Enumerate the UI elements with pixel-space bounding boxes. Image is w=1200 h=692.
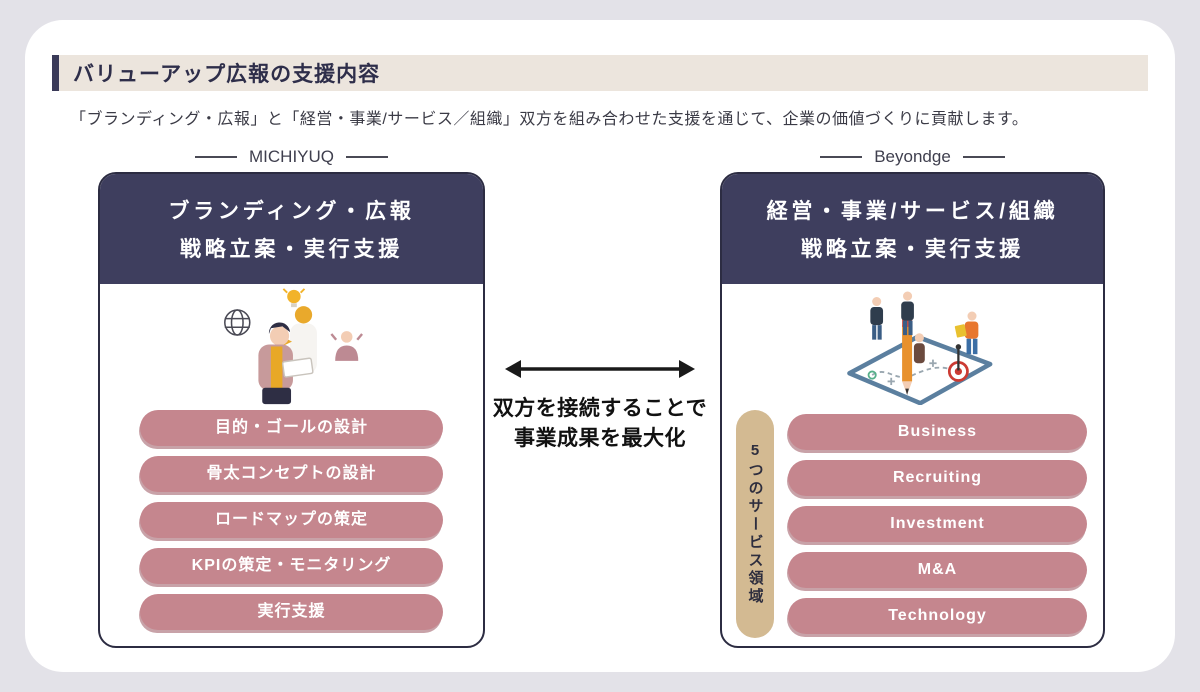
service-pill: KPIの策定・モニタリング: [140, 548, 443, 584]
strategy-illustration: [722, 284, 1103, 408]
service-domain-label: 5つのサービス領域: [736, 410, 774, 638]
branding-panel-header: ブランディング・広報 戦略立案・実行支援: [100, 174, 483, 284]
title-accent-bar: [52, 55, 59, 91]
isometric-tablet-team-icon: [846, 291, 992, 405]
service-pill: M&A: [788, 552, 1087, 588]
service-domain-row: 5つのサービス領域 Business Recruiting Investment…: [722, 408, 1103, 638]
brand-name-right: Beyondge: [874, 147, 951, 166]
management-panel-header: 経営・事業/サービス/組織 戦略立案・実行支援: [722, 174, 1103, 284]
service-pill: ロードマップの策定: [140, 502, 443, 538]
connection-note-line2: 事業成果を最大化: [514, 427, 686, 451]
service-pill: Business: [788, 414, 1087, 450]
page-subtitle: 「ブランディング・広報」と「経営・事業/サービス／組織」双方を組み合わせた支援を…: [70, 111, 1029, 128]
branding-illustration: [100, 284, 483, 408]
brand-label-beyondge: Beyondge: [720, 146, 1105, 168]
service-pill: 目的・ゴールの設計: [140, 410, 443, 446]
service-pill: Technology: [788, 598, 1087, 634]
branding-header-line1: ブランディング・広報: [168, 200, 415, 223]
page-title: バリューアップ広報の支援内容: [73, 63, 381, 86]
dash-line: [346, 156, 388, 158]
branding-panel: ブランディング・広報 戦略立案・実行支援: [98, 172, 485, 648]
brand-name-left: MICHIYUQ: [249, 147, 334, 166]
title-bar: バリューアップ広報の支援内容: [52, 55, 1148, 91]
dash-line: [195, 156, 237, 158]
double-arrow-icon: [505, 360, 695, 378]
dash-line: [820, 156, 863, 158]
brand-label-michiyuq: MICHIYUQ: [98, 146, 485, 168]
branding-service-list: 目的・ゴールの設計 骨太コンセプトの設計 ロードマップの策定 KPIの策定・モニ…: [100, 408, 483, 630]
dash-line: [962, 156, 1005, 158]
service-pill: Investment: [788, 506, 1087, 542]
service-pill: 実行支援: [140, 594, 443, 630]
connection-note: 双方を接続することで 事業成果を最大化: [468, 394, 732, 455]
management-header-line1: 経営・事業/サービス/組織: [766, 200, 1059, 223]
service-pill: Recruiting: [788, 460, 1087, 496]
service-pill: 骨太コンセプトの設計: [140, 456, 443, 492]
management-service-list: Business Recruiting Investment M&A Techn…: [774, 414, 1087, 634]
branding-header-line2: 戦略立案・実行支援: [179, 238, 404, 261]
connection-note-line1: 双方を接続することで: [492, 397, 708, 420]
person-announcing-icon: [223, 288, 363, 405]
management-header-line2: 戦略立案・実行支援: [800, 238, 1025, 261]
management-panel: 経営・事業/サービス/組織 戦略立案・実行支援: [720, 172, 1105, 648]
